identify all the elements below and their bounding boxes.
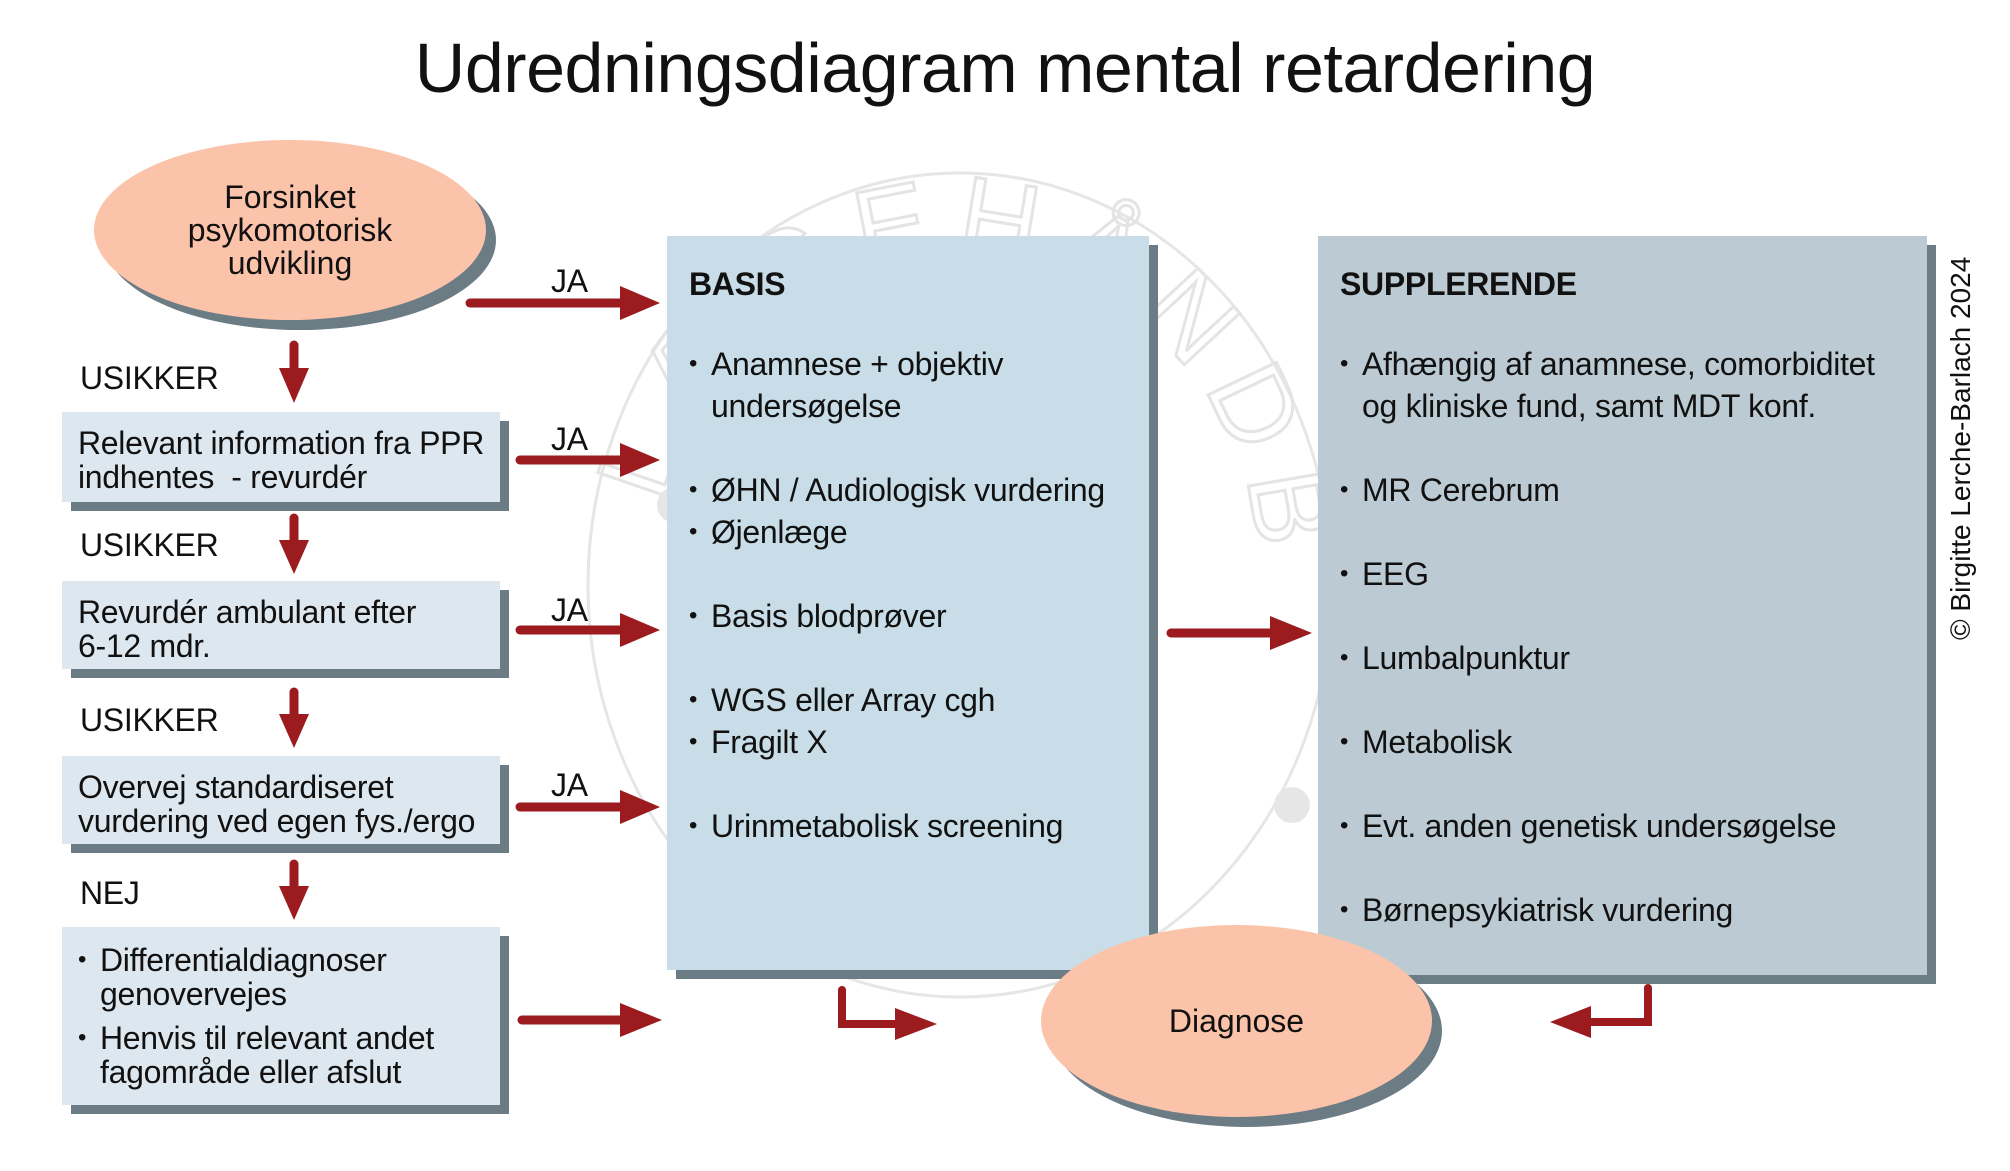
supplerende-item: Børnepsykiatrisk vurdering [1340, 889, 1905, 931]
supplerende-item: Metabolisk [1340, 721, 1905, 763]
step-box-line: Revurdér ambulant efter [78, 594, 417, 630]
arrow-ja-standardiseret-to-basis [515, 790, 660, 824]
ja-label-start: JA [551, 263, 588, 299]
basis-list: Anamnese + objektiv undersøgelseØHN / Au… [689, 343, 1127, 847]
arrow-supplerende-to-diagnose [1550, 984, 1652, 1038]
arrow-ja-revurder-to-basis [515, 613, 660, 647]
supplerende-item: EEG [1340, 553, 1905, 595]
start-node: Forsinket psykomotorisk udvikling [94, 140, 486, 320]
usikker-label-3: USIKKER [80, 702, 219, 738]
supplerende-list: Afhængig af anamnese, comorbiditet og kl… [1340, 343, 1905, 931]
arrow-differential-to-basis [517, 1003, 662, 1037]
basis-panel: BASIS Anamnese + objektiv undersøgelseØH… [667, 236, 1149, 970]
step-box-line: 6-12 mdr. [78, 628, 211, 664]
start-node-line: psykomotorisk [187, 211, 393, 248]
diagnose-node: Diagnose [1041, 925, 1432, 1117]
arrow-down-revurder-to-standardiseret [279, 687, 309, 748]
page-title: Udredningsdiagram mental retardering [414, 29, 1596, 107]
arrow-down-ppr-to-revurder [279, 513, 309, 574]
differential-bullet: Differentialdiagnoser genovervejes [78, 943, 484, 1011]
step-box-line: Overvej standardiseret [78, 769, 394, 805]
supplerende-panel: SUPPLERENDE Afhængig af anamnese, comorb… [1318, 236, 1927, 975]
usikker-label-2: USIKKER [80, 527, 219, 563]
supplerende-item: Afhængig af anamnese, comorbiditet og kl… [1340, 343, 1905, 427]
basis-item: Anamnese + objektiv undersøgelse [689, 343, 1127, 427]
supplerende-item: Evt. anden genetisk undersøgelse [1340, 805, 1905, 847]
basis-item: Fragilt X [689, 721, 1127, 763]
differential-bullet: Henvis til relevant andet fagområde elle… [78, 1021, 484, 1089]
step-box-differential: Differentialdiagnoser genovervejes Henvi… [62, 927, 500, 1105]
start-node-line: udvikling [227, 244, 353, 281]
step-box-ppr: Relevant information fra PPR indhentes -… [62, 412, 500, 502]
basis-item: WGS eller Array cgh [689, 679, 1127, 721]
start-node-line: Forsinket [224, 178, 356, 215]
step-box-line: indhentes - revurdér [78, 459, 367, 495]
supplerende-item: Lumbalpunktur [1340, 637, 1905, 679]
ja-label-2: JA [551, 592, 588, 628]
arrow-ja-start-to-basis [465, 286, 660, 320]
usikker-label-1: USIKKER [80, 360, 219, 396]
step-box-standardiseret: Overvej standardiseret vurdering ved ege… [62, 756, 500, 844]
step-box-line: Relevant information fra PPR [78, 425, 485, 461]
diagnose-label: Diagnose [1168, 1002, 1305, 1039]
copyright-notice: © Birgitte Lerche-Barlach 2024 [1945, 256, 1976, 640]
step-box-revurder: Revurdér ambulant efter 6-12 mdr. [62, 581, 500, 669]
basis-heading: BASIS [689, 266, 786, 302]
arrow-ja-ppr-to-basis [515, 443, 660, 477]
ja-label-1: JA [551, 421, 588, 457]
step-box-line: vurdering ved egen fys./ergo [78, 803, 476, 839]
arrow-basis-to-supplerende [1166, 616, 1312, 650]
basis-item: ØHN / Audiologisk vurdering [689, 469, 1127, 511]
basis-item: Basis blodprøver [689, 595, 1127, 637]
arrow-basis-to-diagnose [838, 986, 937, 1040]
ja-label-3: JA [551, 767, 588, 803]
arrow-down-standardiseret-to-differential [279, 859, 309, 920]
supplerende-heading: SUPPLERENDE [1340, 266, 1577, 302]
basis-item: Urinmetabolisk screening [689, 805, 1127, 847]
supplerende-item: MR Cerebrum [1340, 469, 1905, 511]
nej-label: NEJ [80, 875, 140, 911]
arrow-down-start-to-ppr [279, 340, 309, 403]
basis-item: Øjenlæge [689, 511, 1127, 553]
